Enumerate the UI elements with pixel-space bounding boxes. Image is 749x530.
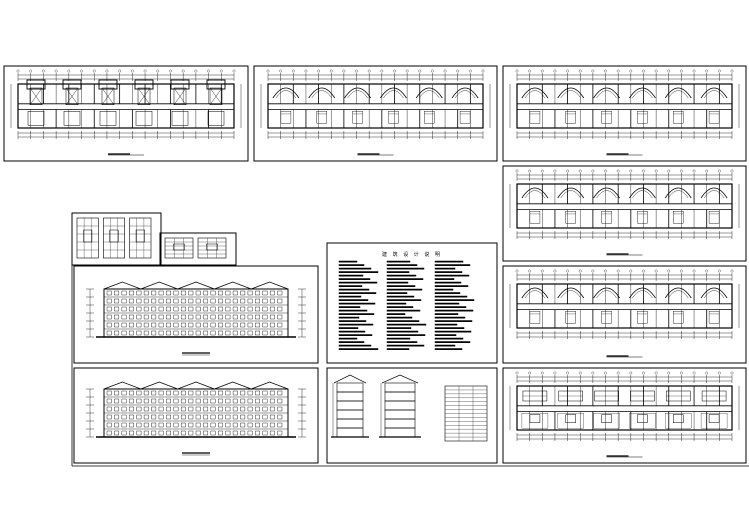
- sheet-plan-typical-4: [502, 265, 747, 364]
- sheet-plan-roof: [502, 367, 747, 464]
- sheet-detail-right: [159, 232, 237, 266]
- sheet-plan-typical-3: [502, 165, 747, 262]
- sheet-detail-left: [71, 212, 162, 266]
- sheet-elevation-rear: [73, 367, 319, 464]
- sheet-plan-typical-2: [502, 65, 747, 162]
- design-notes-title: 建 筑 设 计 说 明: [382, 251, 442, 258]
- sheet-elevation-front: [73, 265, 319, 364]
- sheet-sections: [326, 367, 498, 464]
- sheet-design-notes: 建 筑 设 计 说 明: [326, 242, 498, 364]
- sheet-plan-typical-1: [253, 65, 498, 162]
- sheet-plan-ground: [3, 65, 249, 162]
